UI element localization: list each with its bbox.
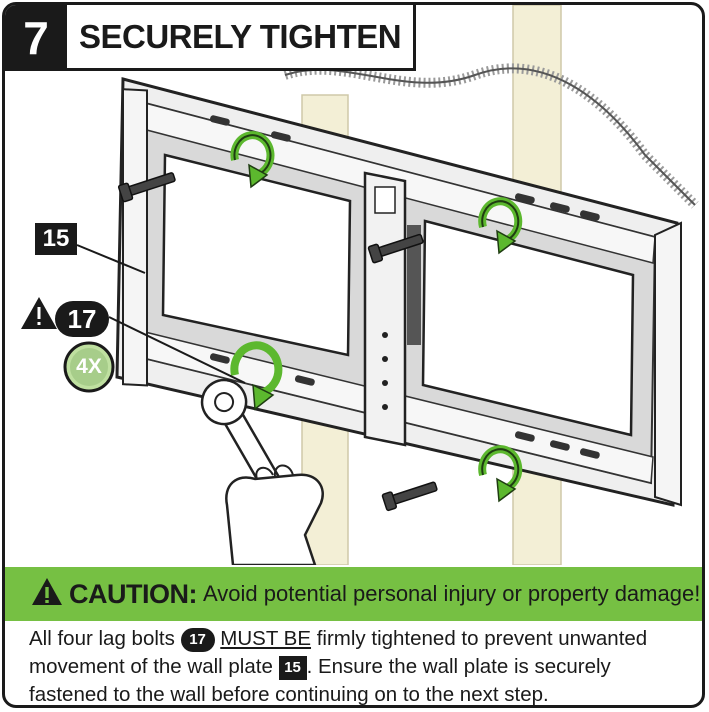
caution-bar: CAUTION: Avoid potential personal injury… (5, 567, 702, 621)
lag-bolts (117, 172, 438, 512)
step-header: 7 SECURELY TIGHTEN (5, 5, 417, 71)
wall-plate-illustration (21, 5, 699, 565)
rotate-arrow-icons (230, 131, 523, 493)
instruction-part3: . Ensure the wall plate is securely fast… (29, 655, 611, 706)
must-be-text: MUST BE (220, 627, 312, 650)
caution-warning-icon (32, 578, 62, 605)
socket-wrench (200, 378, 286, 500)
instruction-part1: All four lag bolts (29, 627, 175, 650)
instruction-part2: firmly tightened to prevent unwanted mov… (29, 627, 648, 678)
callout-wall-plate-label: 15 (42, 225, 70, 252)
warning-icon (21, 297, 57, 329)
center-bracket (363, 171, 421, 447)
callout-lag-bolt-label: 17 (67, 304, 97, 334)
step-number: 7 (5, 5, 67, 71)
bolt-ref-badge: 17 (180, 627, 215, 652)
instruction-text: All four lag bolts 17 MUST BE firmly tig… (29, 625, 689, 706)
callout-lag-bolt (55, 301, 246, 384)
plate-ref-badge: 15 (278, 655, 307, 680)
quantity-badge (63, 341, 115, 393)
callout-wall-plate (35, 223, 146, 274)
quantity-label: 4X (76, 355, 102, 378)
caution-label: CAUTION: (69, 578, 197, 609)
caution-message: Avoid potential personal injury or prope… (202, 581, 701, 606)
step-title: SECURELY TIGHTEN (67, 5, 417, 71)
hand (225, 464, 324, 565)
